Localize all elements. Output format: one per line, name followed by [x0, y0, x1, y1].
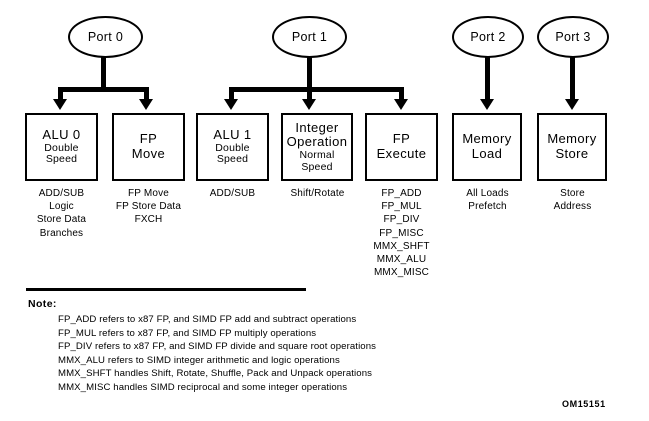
port-label: Port 0 [87, 30, 124, 44]
connector-port-0-stem [101, 57, 106, 90]
operation-list-alu-0: ADD/SUB Logic Store Data Branches [6, 187, 117, 240]
unit-subtitle-line: Double [44, 141, 79, 154]
note-divider-rule [26, 288, 306, 291]
connector-port-2-stem [485, 57, 490, 103]
operation-item: Branches [39, 227, 84, 239]
operation-item: Logic [49, 201, 74, 213]
unit-box-memory-store: Memory Store [537, 113, 607, 181]
operation-item: Store Data [36, 214, 87, 226]
note-line: FP_MUL refers to x87 FP, and SIMD FP mul… [58, 327, 317, 339]
operation-list-alu-1: ADD/SUB [177, 187, 288, 200]
unit-title-line: FP [392, 131, 411, 147]
note-line: MMX_SHFT handles Shift, Rotate, Shuffle,… [58, 368, 373, 380]
operation-item: Prefetch [468, 201, 507, 213]
operation-item: All Loads [466, 188, 509, 199]
unit-title-line: Memory [547, 131, 597, 147]
operation-item: ADD/SUB [209, 188, 256, 199]
unit-subtitle-line: Speed [45, 153, 78, 166]
note-line: MMX_MISC handles SIMD reciprocal and som… [58, 381, 348, 393]
note-title: Note: [28, 298, 57, 310]
operation-item: MMX_SHFT [373, 240, 430, 252]
port-label: Port 2 [470, 30, 506, 44]
unit-title-line: Load [471, 146, 503, 161]
operation-item: MMX_MISC [373, 267, 430, 279]
unit-box-integer-operation: Integer Operation Normal Speed [281, 113, 353, 181]
unit-title-line: Integer [295, 119, 339, 135]
operation-item: Shift/Rotate [290, 188, 345, 199]
port-node-port-1: Port 1 [272, 16, 347, 58]
unit-box-fp-move: FP Move [112, 113, 185, 181]
note-line: MMX_ALU refers to SIMD integer arithmeti… [58, 354, 340, 366]
note-line: FP_ADD refers to x87 FP, and SIMD FP add… [58, 314, 357, 325]
operation-item: MMX_ALU [376, 254, 427, 266]
connector-port-0-drop-1 [58, 87, 63, 103]
connector-port-3-stem [570, 57, 575, 103]
arrow-head-port-1-to-fp-execute [394, 99, 408, 110]
unit-box-fp-execute: FP Execute [365, 113, 438, 181]
operation-item: FP Store Data [115, 201, 182, 213]
unit-title-line: FP [139, 131, 158, 147]
unit-title-line: Move [131, 146, 166, 161]
unit-subtitle-line: Normal [299, 148, 335, 161]
operation-list-integer-operation: Shift/Rotate [262, 187, 373, 200]
operation-item: FP Move [128, 188, 169, 199]
operation-item: FP_ADD [381, 188, 422, 199]
unit-box-alu-0: ALU 0 Double Speed [25, 113, 98, 181]
note-body: FP_ADD refers to x87 FP, and SIMD FP add… [58, 313, 376, 395]
connector-port-1-drop-3 [399, 87, 404, 103]
unit-title-line: Store [555, 146, 589, 161]
unit-title-line: ALU 0 [42, 126, 81, 142]
operation-item: FP_DIV [383, 214, 420, 226]
arrow-head-port-0-to-alu0 [53, 99, 67, 110]
unit-title-line: Execute [376, 146, 427, 161]
port-label: Port 1 [291, 30, 328, 44]
port-label: Port 3 [555, 30, 591, 44]
connector-port-0-bar [58, 87, 149, 92]
operation-list-memory-load: All Loads Prefetch [432, 187, 543, 213]
unit-title-line: ALU 1 [213, 126, 252, 142]
operation-list-fp-move: FP Move FP Store Data FXCH [93, 187, 204, 227]
port-node-port-3: Port 3 [537, 16, 609, 58]
arrow-head-port-0-to-fp-move [139, 99, 153, 110]
unit-title-line: Memory [462, 131, 512, 147]
operation-item: Address [553, 201, 592, 213]
connector-port-1-bar [229, 87, 404, 92]
operation-item: FXCH [134, 214, 163, 226]
arrow-head-port-1-to-alu1 [224, 99, 238, 110]
port-node-port-2: Port 2 [452, 16, 524, 58]
port-node-port-0: Port 0 [68, 16, 143, 58]
operation-list-memory-store: Store Address [517, 187, 628, 213]
connector-port-1-drop-2 [307, 87, 312, 103]
arrow-head-port-1-to-integer-operation [302, 99, 316, 110]
operation-item: FP_MUL [381, 201, 422, 213]
connector-port-1-drop-1 [229, 87, 234, 103]
connector-port-1-stem [307, 57, 312, 90]
arrow-head-port-2-to-memory-load [480, 99, 494, 110]
unit-box-alu-1: ALU 1 Double Speed [196, 113, 269, 181]
operation-list-fp-execute: FP_ADD FP_MUL FP_DIV FP_MISC MMX_SHFT MM… [346, 187, 457, 279]
document-id-label: OM15151 [562, 399, 606, 409]
operation-item: FP_MISC [379, 227, 424, 239]
unit-subtitle-line: Speed [216, 153, 249, 166]
unit-subtitle-line: Double [215, 141, 250, 154]
unit-box-memory-load: Memory Load [452, 113, 522, 181]
connector-port-0-drop-2 [144, 87, 149, 103]
operation-item: ADD/SUB [38, 188, 85, 199]
unit-title-line: Operation [286, 134, 348, 150]
unit-subtitle-line: Speed [301, 160, 333, 173]
operation-item: Store [560, 188, 585, 199]
arrow-head-port-3-to-memory-store [565, 99, 579, 110]
note-line: FP_DIV refers to x87 FP, and SIMD FP div… [58, 341, 377, 353]
